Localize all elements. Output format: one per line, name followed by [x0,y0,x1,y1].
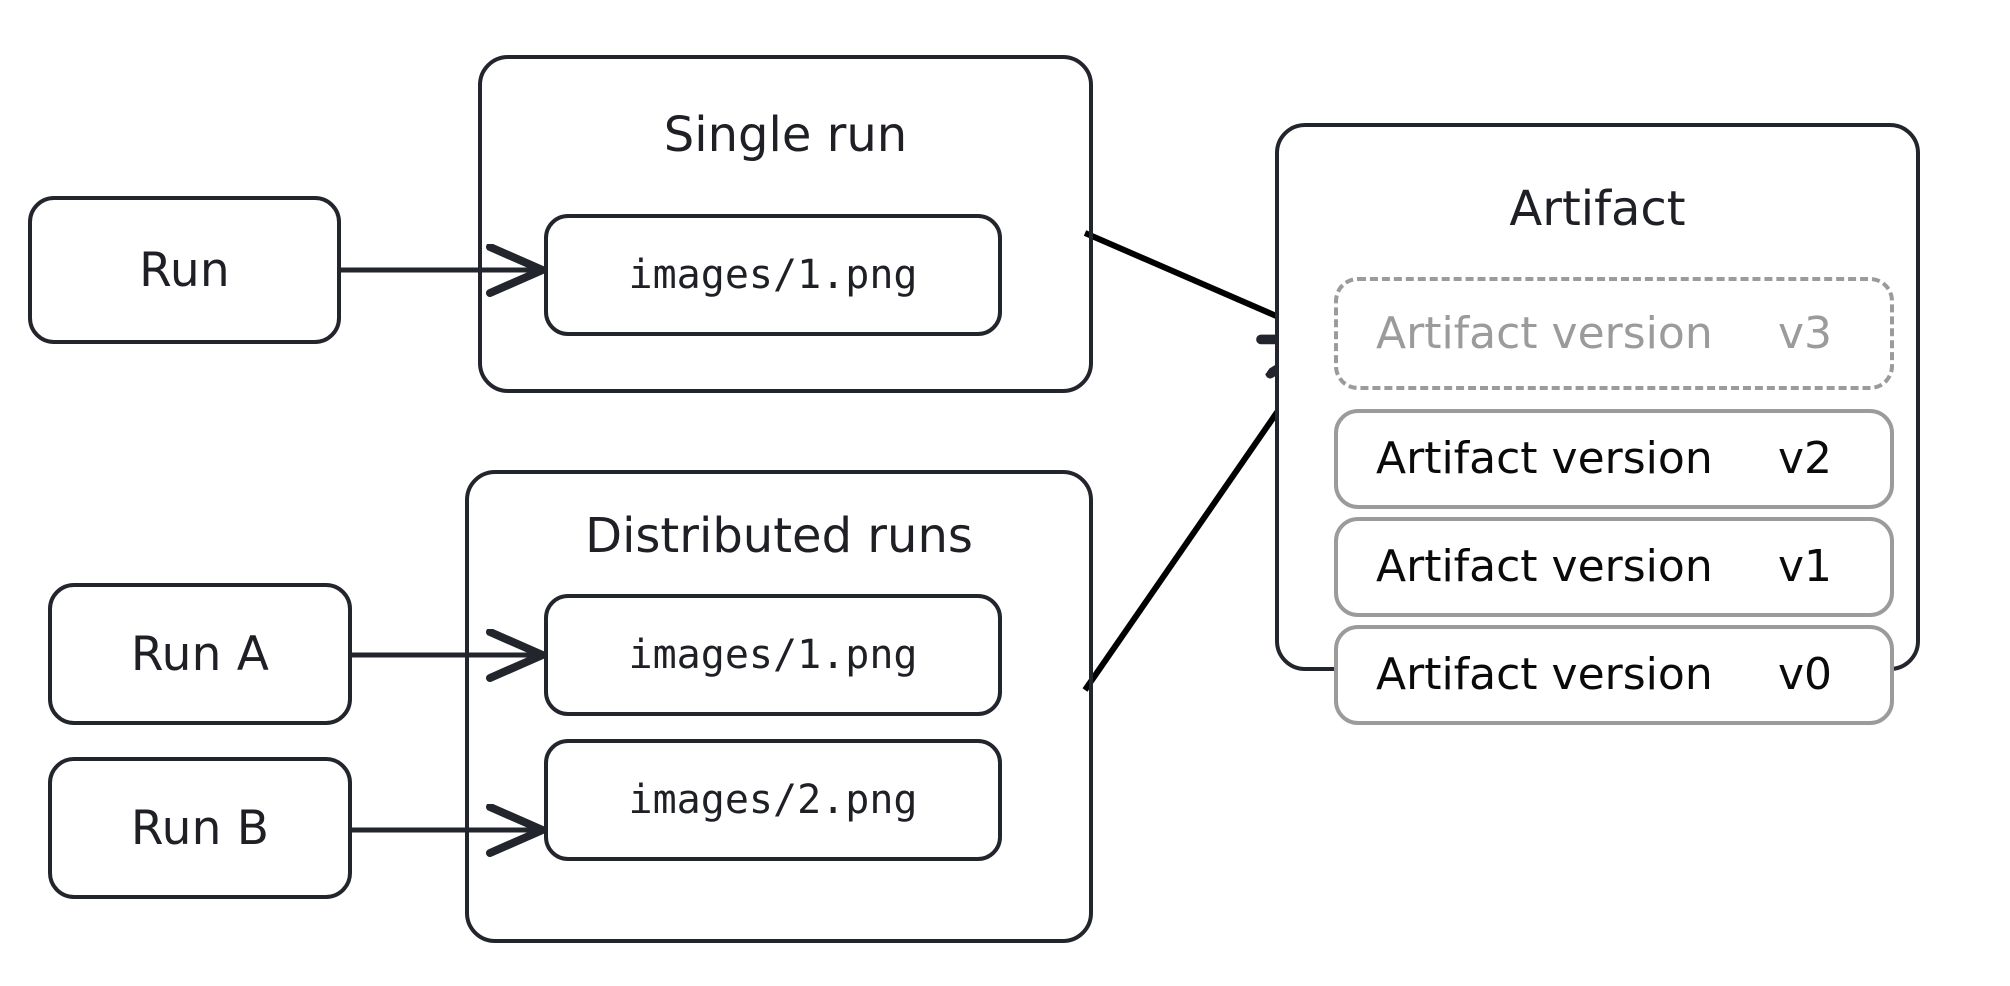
artifact-version-row-v1-tag: v1 [1777,541,1832,592]
node-run[interactable]: Run [28,196,341,344]
artifact-version-row-v0[interactable]: Artifact version v0 [1334,625,1894,725]
file-chip-single-1-label: images/1.png [628,252,918,298]
file-chip-distributed-2[interactable]: images/2.png [544,739,1002,861]
group-single-run-title: Single run [663,107,908,163]
node-run-label: Run [139,242,230,298]
artifact-version-row-v2[interactable]: Artifact version v2 [1334,409,1894,509]
artifact-panel-title: Artifact [1509,181,1686,237]
artifact-version-row-v2-name: Artifact version [1376,433,1713,484]
node-run-b[interactable]: Run B [48,757,352,899]
node-run-b-label: Run B [130,800,270,856]
file-chip-single-1[interactable]: images/1.png [544,214,1002,336]
node-run-a-label: Run A [130,626,270,682]
file-chip-distributed-1-label: images/1.png [628,632,918,678]
artifact-version-row-v0-name: Artifact version [1376,649,1713,700]
group-distributed-runs[interactable]: Distributed runs images/1.png images/2.p… [465,470,1093,943]
artifact-version-row-v1-name: Artifact version [1376,541,1713,592]
node-run-a[interactable]: Run A [48,583,352,725]
artifact-version-row-v3-name: Artifact version [1376,307,1713,359]
artifact-panel[interactable]: Artifact Artifact version v3 Artifact ve… [1275,123,1920,725]
artifact-version-row-v2-tag: v2 [1777,433,1832,484]
group-single-run[interactable]: Single run images/1.png [478,55,1093,393]
artifact-version-row-v3[interactable]: Artifact version v3 [1334,277,1894,390]
file-chip-distributed-1[interactable]: images/1.png [544,594,1002,716]
artifact-version-row-v0-tag: v0 [1777,649,1832,700]
artifact-version-row-v1[interactable]: Artifact version v1 [1334,517,1894,617]
file-chip-distributed-2-label: images/2.png [628,777,918,823]
artifact-version-row-v3-tag: v3 [1777,307,1832,359]
group-distributed-runs-title: Distributed runs [585,508,973,564]
